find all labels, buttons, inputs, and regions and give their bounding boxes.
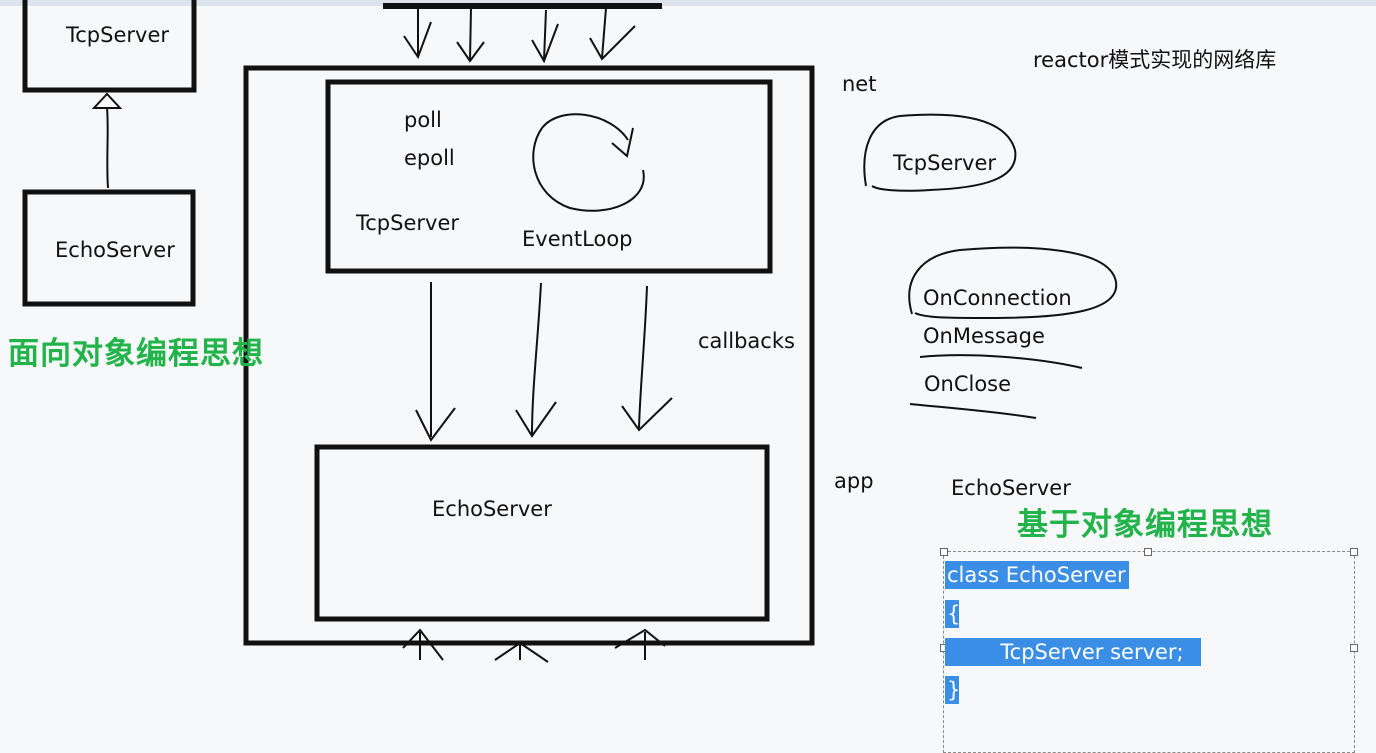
onconnection-circle — [908, 246, 1118, 320]
resize-handle-top-right[interactable] — [1350, 548, 1358, 556]
loop-arrowhead — [611, 127, 634, 158]
code-line-open-brace[interactable]: { — [945, 600, 961, 628]
eventloop-label: EventLoop — [522, 227, 633, 251]
onconnection-label: OnConnection — [923, 286, 1072, 310]
code-line-close-brace[interactable]: } — [945, 676, 961, 704]
resize-handle-top-left[interactable] — [940, 548, 948, 556]
net-label: net — [842, 72, 877, 96]
callback-arrows — [415, 282, 673, 442]
ref-tcpserver-label: TcpServer — [66, 23, 170, 47]
top-down-arrows — [403, 7, 636, 64]
net-tcpserver-circle — [863, 113, 1017, 192]
code-line-class[interactable]: class EchoServer — [945, 561, 1129, 589]
inner-tcpserver-label: TcpServer — [356, 211, 460, 235]
callbacks-label: callbacks — [698, 329, 795, 353]
onmessage-label: OnMessage — [923, 324, 1045, 348]
notes-title: reactor模式实现的网络库 — [1033, 48, 1277, 72]
app-echoserver-label: EchoServer — [951, 476, 1071, 500]
eventloop-box — [325, 79, 773, 274]
ref-echoserver-box — [22, 189, 196, 307]
inheritance-arrow — [106, 107, 109, 189]
poll-label: poll — [404, 108, 442, 132]
resize-handle-middle-right[interactable] — [1350, 644, 1358, 652]
echoserver-box — [314, 444, 770, 622]
ref-tcpserver-box — [22, 0, 197, 93]
bottom-up-arrows — [402, 628, 666, 663]
loop-circle — [532, 113, 645, 212]
outer-box — [243, 65, 815, 646]
inheritance-arrowhead — [91, 92, 123, 109]
app-label: app — [834, 469, 874, 493]
code-line-member[interactable]: TcpServer server; — [945, 638, 1201, 666]
oop-paradigm-label: 面向对象编程思想 — [8, 336, 264, 372]
epoll-label: epoll — [404, 146, 455, 170]
window-top-edge — [0, 0, 1376, 6]
object-based-paradigm-label: 基于对象编程思想 — [1017, 507, 1273, 543]
resize-handle-top-middle[interactable] — [1144, 548, 1152, 556]
onmessage-underline — [919, 354, 1083, 369]
onclose-underline — [909, 403, 1037, 419]
net-tcpserver-label: TcpServer — [893, 151, 997, 175]
inner-echoserver-label: EchoServer — [432, 497, 552, 521]
ref-echoserver-label: EchoServer — [55, 238, 175, 262]
onclose-label: OnClose — [924, 372, 1012, 396]
